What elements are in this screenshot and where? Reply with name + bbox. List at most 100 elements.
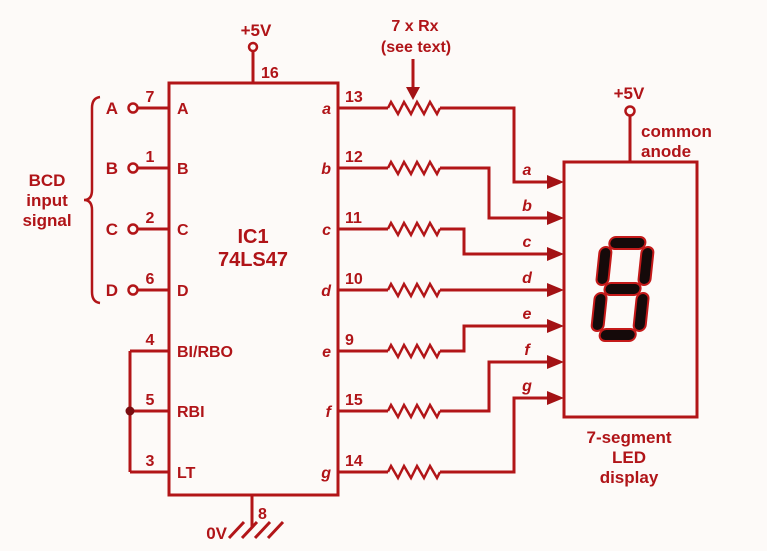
pin16-label: 16 xyxy=(261,65,279,82)
input-d-terminal-icon xyxy=(127,284,139,296)
resistor-a-icon xyxy=(386,99,442,117)
net-segment-b xyxy=(338,159,564,225)
ic-pin-a-name: A xyxy=(177,101,189,118)
ic-part-label: 74LS47 xyxy=(218,249,288,271)
net-segment-c xyxy=(338,220,564,261)
out-f-pin: 15 xyxy=(345,392,363,409)
lt-pin: 3 xyxy=(146,453,155,470)
vcc-display-label: +5V xyxy=(614,84,645,103)
digit-8: 8 xyxy=(590,236,655,342)
arrowhead-g-icon xyxy=(547,391,564,405)
net-segment-g xyxy=(338,391,564,481)
segment-b-top-right-icon xyxy=(637,246,655,286)
resistor-b-icon xyxy=(386,159,442,177)
input-b-label: B xyxy=(106,159,118,178)
bcd-label-line1: BCD xyxy=(29,171,66,190)
rbi-pin: 5 xyxy=(146,392,155,409)
arrowhead-f-icon xyxy=(547,355,564,369)
segment-d-bottom-icon xyxy=(598,328,637,342)
input-a-label: A xyxy=(106,99,118,118)
vcc-display-terminal-icon xyxy=(624,105,636,117)
ic-out-f-name: f xyxy=(326,404,333,421)
ic-out-c-name: c xyxy=(322,222,331,239)
ic-pin-birbo-name: BI/RBO xyxy=(177,344,233,361)
segment-f-top-left-icon xyxy=(595,246,613,286)
vcc-terminal-icon xyxy=(247,41,259,53)
resistor-d-icon xyxy=(386,281,442,299)
arrowhead-d-icon xyxy=(547,283,564,297)
ic-ref-label: IC1 xyxy=(237,226,268,248)
display-caption-line3: display xyxy=(600,468,659,487)
display-seg-f-label: f xyxy=(524,342,531,359)
ic-pin-b-name: B xyxy=(177,161,189,178)
input-d-label: D xyxy=(106,281,118,300)
out-g-pin: 14 xyxy=(345,453,363,470)
common-anode-line2: anode xyxy=(641,142,691,161)
common-anode-line1: common xyxy=(641,122,712,141)
ic-out-g-name: g xyxy=(320,465,331,482)
segment-e-bottom-left-icon xyxy=(590,292,608,332)
out-b-pin: 12 xyxy=(345,149,363,166)
display-seg-d-label: d xyxy=(522,270,533,287)
segment-a-top-icon xyxy=(608,236,647,250)
display-seg-e-label: e xyxy=(523,306,532,323)
input-b-pin: 1 xyxy=(146,149,155,166)
segment-c-bottom-right-icon xyxy=(632,292,650,332)
segment-g-middle-icon xyxy=(603,282,642,296)
input-c-label: C xyxy=(106,220,118,239)
gnd-0v-label: 0V xyxy=(206,524,227,543)
input-d: D 6 D xyxy=(106,271,189,300)
input-b-terminal-icon xyxy=(127,162,139,174)
input-c: C 2 C xyxy=(106,210,189,239)
ic-out-a-name: a xyxy=(322,101,331,118)
resistor-g-icon xyxy=(386,463,442,481)
rx-label-line1: 7 x Rx xyxy=(391,18,438,35)
bcd-label-line2: input xyxy=(26,191,68,210)
ic-out-b-name: b xyxy=(321,161,331,178)
ic-pin-c-name: C xyxy=(177,222,189,239)
ic-pin-rbi-name: RBI xyxy=(177,404,205,421)
arrowhead-e-icon xyxy=(547,319,564,333)
arrowhead-b-icon xyxy=(547,211,564,225)
control-pins: 4 5 3 BI/RBO RBI LT xyxy=(125,332,233,482)
arrowhead-c-icon xyxy=(547,247,564,261)
arrowhead-a-icon xyxy=(547,175,564,189)
input-c-terminal-icon xyxy=(127,223,139,235)
ic-out-e-name: e xyxy=(322,344,331,361)
input-a-terminal-icon xyxy=(127,102,139,114)
input-a-pin: 7 xyxy=(146,89,155,106)
bcd-brace xyxy=(83,95,101,305)
display-seg-a-label: a xyxy=(523,162,532,179)
ic-out-d-name: d xyxy=(321,283,332,300)
input-c-pin: 2 xyxy=(146,210,155,227)
out-a-pin: 13 xyxy=(345,89,363,106)
resistor-c-icon xyxy=(386,220,442,238)
input-b: B 1 B xyxy=(106,149,189,178)
rx-label-line2: (see text) xyxy=(381,39,451,56)
display-caption-line2: LED xyxy=(612,448,646,467)
ic-pin-d-name: D xyxy=(177,283,189,300)
vcc-ic-label: +5V xyxy=(241,21,272,40)
junction-dot-icon xyxy=(125,406,135,416)
out-c-pin: 11 xyxy=(345,210,362,227)
net-segment-f xyxy=(338,355,564,420)
out-e-pin: 9 xyxy=(345,332,354,349)
rx-pointer-arrow-icon xyxy=(406,87,420,100)
input-a: A 7 A xyxy=(106,89,189,118)
ground-symbol-icon xyxy=(227,520,285,540)
net-segment-a xyxy=(338,99,564,189)
resistor-e-icon xyxy=(386,342,442,360)
ic-body-outline xyxy=(167,81,340,497)
net-segment-e xyxy=(338,319,564,360)
net-segment-d xyxy=(338,281,564,299)
display-seg-b-label: b xyxy=(522,198,532,215)
input-d-pin: 6 xyxy=(146,271,155,288)
display-caption-line1: 7-segment xyxy=(586,428,671,447)
birbo-pin: 4 xyxy=(146,332,155,349)
out-d-pin: 10 xyxy=(345,271,363,288)
display-seg-c-label: c xyxy=(523,234,532,251)
resistor-f-icon xyxy=(386,402,442,420)
bcd-label-line3: signal xyxy=(22,211,71,230)
